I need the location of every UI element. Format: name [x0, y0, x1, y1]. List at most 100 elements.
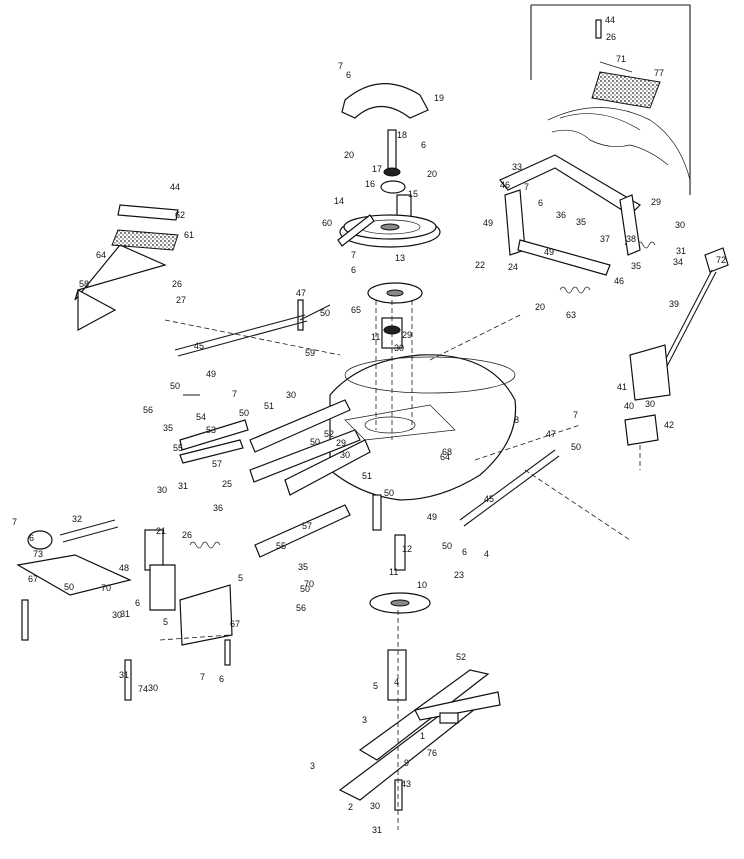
callout-label: 61 — [184, 230, 194, 240]
bracket-70b — [179, 584, 233, 646]
callout-label: 6 — [538, 198, 543, 208]
callout-label: 10 — [417, 580, 427, 590]
callout-label: 37 — [600, 234, 610, 244]
callout-label: 50 — [384, 488, 394, 498]
callout-label: 39 — [669, 299, 679, 309]
callout-label: 32 — [72, 514, 82, 524]
callout-label: 23 — [454, 570, 464, 580]
inset-detail — [530, 4, 691, 195]
callout-label: 26 — [182, 530, 192, 540]
callout-label: 67 — [28, 574, 38, 584]
callout-label: 42 — [664, 420, 674, 430]
blade-assembly — [338, 592, 501, 830]
pad-61 — [111, 229, 179, 251]
bolt-52b — [124, 659, 132, 701]
callout-label: 33 — [512, 162, 522, 172]
callout-label: 7 — [573, 410, 578, 420]
callout-label: 52 — [456, 652, 466, 662]
link-54 — [372, 494, 382, 531]
callout-label: 50 — [310, 437, 320, 447]
callout-label: 7 — [351, 250, 356, 260]
callout-label: 64 — [440, 452, 450, 462]
callout-label: 49 — [483, 218, 493, 228]
arm-57 — [249, 429, 361, 483]
callout-label: 7 — [232, 389, 237, 399]
callout-label: 29 — [336, 438, 346, 448]
callout-label: 14 — [334, 196, 344, 206]
callout-label: 11 — [371, 332, 380, 342]
callout-label: 15 — [408, 189, 418, 199]
callout-label: 24 — [508, 262, 518, 272]
callout-label: 9 — [404, 758, 409, 768]
callout-label: 43 — [401, 779, 411, 789]
bar-62 — [117, 204, 179, 221]
callout-label: 6 — [135, 598, 140, 608]
knob-72 — [704, 247, 729, 273]
callout-label: 34 — [673, 257, 683, 267]
callout-label: 50 — [571, 442, 581, 452]
callout-label: 48 — [119, 563, 129, 573]
callout-label: 62 — [175, 210, 185, 220]
callout-label: 35 — [298, 562, 308, 572]
callout-label: 17 — [372, 164, 382, 174]
callout-label: 30 — [340, 450, 350, 460]
deck-8 — [329, 354, 517, 501]
bar-48 — [16, 554, 132, 596]
callout-label: 19 — [434, 93, 444, 103]
callout-label: 57 — [302, 521, 312, 531]
callout-label: 6 — [346, 70, 351, 80]
belt-guide-19 — [341, 83, 429, 119]
callout-label: 36 — [556, 210, 566, 220]
arm-55 — [179, 439, 244, 464]
callout-label: 7 — [338, 61, 343, 71]
callout-label: 6 — [0, 0, 5, 2]
callout-label: 40 — [624, 401, 634, 411]
callout-label: 73 — [0, 0, 10, 2]
callout-label: 38 — [626, 234, 636, 244]
callout-label: 29 — [402, 330, 412, 340]
callout-label: 4 — [394, 677, 399, 687]
callout-label: 12 — [402, 544, 412, 554]
callout-label: 51 — [264, 401, 274, 411]
callout-label: 57 — [212, 459, 222, 469]
callout-label: 36 — [213, 503, 223, 513]
callout-label: 29 — [651, 197, 661, 207]
callout-label: 3 — [310, 761, 315, 771]
callout-label: 30 — [148, 683, 158, 693]
callout-label: 51 — [362, 471, 372, 481]
callout-label: 6 — [421, 140, 426, 150]
callout-label: 6 — [219, 674, 224, 684]
callout-label: 6 — [29, 533, 34, 543]
callout-label: 56 — [296, 603, 306, 613]
callout-label: 50 — [239, 408, 249, 418]
link-arms — [179, 299, 406, 571]
callout-label: 50 — [170, 381, 180, 391]
callout-label: 64 — [96, 250, 106, 260]
callout-label: 5 — [163, 617, 168, 627]
callout-label: 60 — [322, 218, 332, 228]
callout-label: 45 — [194, 341, 204, 351]
callout-label: 50 — [300, 584, 310, 594]
chute-58 — [74, 244, 167, 301]
callout-label: 21 — [156, 526, 166, 536]
callout-label: 7 — [200, 672, 205, 682]
callout-label: 31 — [372, 825, 382, 835]
callout-label: 63 — [566, 310, 576, 320]
callout-label: 70 — [101, 583, 111, 593]
callout-label: 4 — [484, 549, 489, 559]
callout-label: 1 — [420, 731, 425, 741]
callout-label: 13 — [395, 253, 405, 263]
callout-label: 6 — [462, 547, 467, 557]
callout-label: 50 — [64, 582, 74, 592]
inset-bolt — [595, 19, 602, 39]
mower-deck — [329, 300, 517, 501]
callout-label: 27 — [176, 295, 186, 305]
callout-label: 31 — [120, 609, 130, 619]
callout-label: 31 — [178, 481, 188, 491]
callout-label: 76 — [427, 748, 437, 758]
callout-label: 59 — [305, 348, 315, 358]
callout-label: 8 — [514, 415, 519, 425]
